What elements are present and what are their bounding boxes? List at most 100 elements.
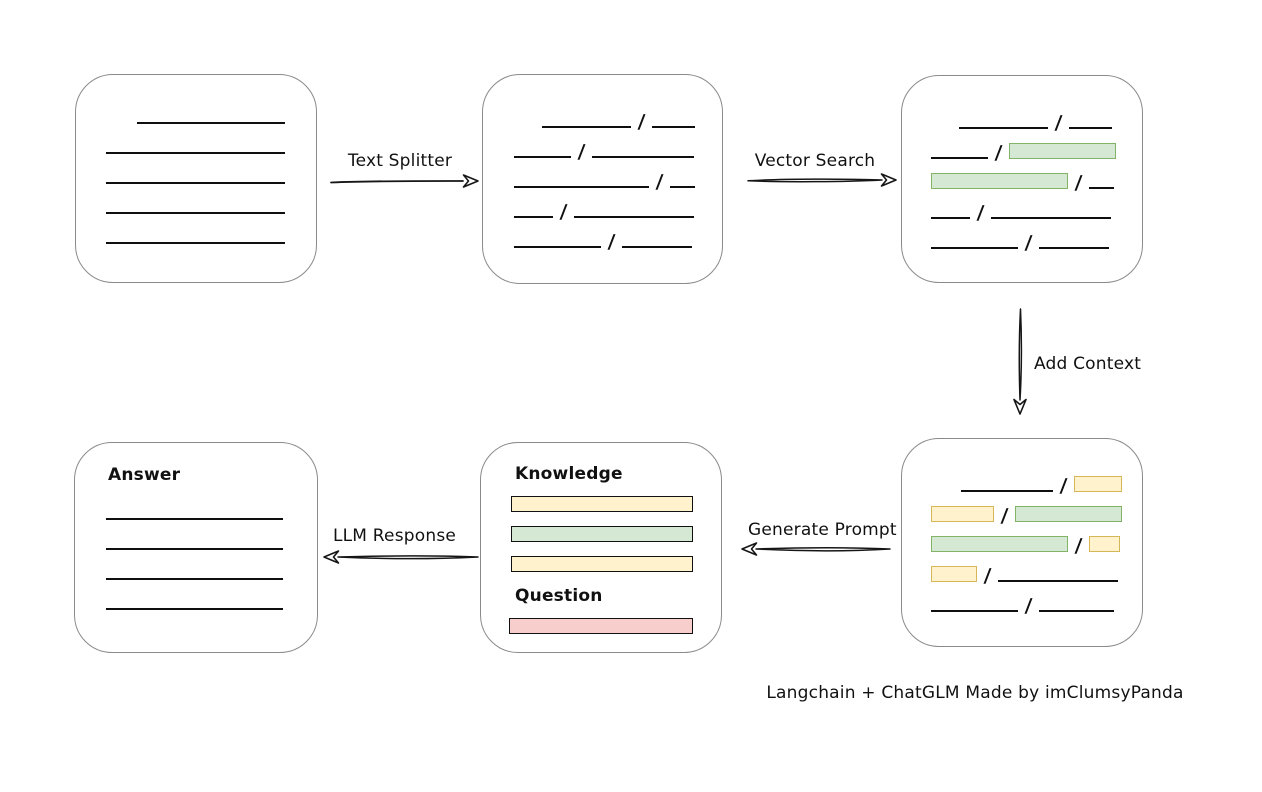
chunk-highlight-green xyxy=(1014,506,1122,522)
text-line xyxy=(1088,187,1114,189)
question-bars xyxy=(509,618,693,634)
text-line xyxy=(591,156,694,158)
text-line xyxy=(106,608,283,610)
add-context-arrow xyxy=(1013,308,1027,415)
chunk-row: / xyxy=(931,189,1124,224)
generate-prompt-arrow xyxy=(741,542,891,556)
chunk-highlight-yellow xyxy=(931,566,977,582)
question-title: Question xyxy=(515,586,603,606)
text-line xyxy=(651,126,695,128)
generate-prompt-label: Generate Prompt xyxy=(748,520,897,540)
text-splitter-arrow xyxy=(330,174,479,188)
text-line xyxy=(669,186,695,188)
chunk-row: / xyxy=(514,218,704,253)
text-line xyxy=(931,157,988,159)
text-line xyxy=(1068,127,1112,129)
chunk-separator-slash: / xyxy=(1054,112,1063,134)
text-line xyxy=(621,246,692,248)
text-line xyxy=(106,548,283,550)
vector-search-label: Vector Search xyxy=(754,151,876,171)
text-line xyxy=(106,518,283,520)
context-chunks-node: ///// xyxy=(901,438,1143,647)
text-line xyxy=(514,156,571,158)
chunk-rows: ///// xyxy=(931,462,1124,617)
chunk-highlight-yellow xyxy=(1073,476,1122,492)
knowledge-bars xyxy=(511,496,693,572)
text-line xyxy=(990,217,1111,219)
text-line xyxy=(573,216,694,218)
text-line xyxy=(931,610,1018,612)
chunk-separator-slash: / xyxy=(994,142,1003,164)
spacer xyxy=(106,123,137,124)
chunk-row xyxy=(106,214,298,244)
chunk-rows: / / / / / xyxy=(931,99,1124,254)
chunk-row: / xyxy=(514,98,704,133)
chunk-separator-slash: / xyxy=(1000,505,1009,527)
text-line xyxy=(931,247,1018,249)
chunk-separator-slash: / xyxy=(1024,232,1033,254)
chunk-highlight-yellow xyxy=(931,506,994,522)
text-splitter-label: Text Splitter xyxy=(347,151,453,171)
chunk-row xyxy=(106,154,298,184)
spacer xyxy=(514,127,542,128)
chunk-row xyxy=(106,124,298,154)
text-line xyxy=(106,242,285,244)
text-line xyxy=(1038,610,1114,612)
chunk-row: / xyxy=(931,219,1124,254)
prompt-content: Knowledge Question xyxy=(509,464,693,648)
knowledge-bar-yellow xyxy=(511,556,693,572)
chunk-highlight-green xyxy=(931,536,1068,552)
text-line xyxy=(514,186,649,188)
vector-search-arrow xyxy=(747,173,897,187)
text-line xyxy=(106,212,285,214)
spacer xyxy=(931,491,961,492)
source-document-node xyxy=(75,74,317,283)
chunk-rows: ///// xyxy=(514,98,704,253)
add-context-label: Add Context xyxy=(1034,354,1142,374)
chunk-highlight-yellow xyxy=(1088,536,1120,552)
chunk-row: / xyxy=(514,128,704,163)
text-line xyxy=(931,217,970,219)
chunk-separator-slash: / xyxy=(607,231,616,253)
document-lines xyxy=(106,94,298,244)
chunk-separator-slash: / xyxy=(1059,475,1068,497)
chunk-row: / xyxy=(931,159,1124,194)
diagram-caption: Langchain + ChatGLM Made by imClumsyPand… xyxy=(766,683,1184,703)
answer-content: Answer xyxy=(106,465,283,638)
answer-lines xyxy=(106,518,283,610)
text-line xyxy=(1038,247,1109,249)
text-line xyxy=(137,122,285,124)
chunk-highlight-green xyxy=(1008,143,1116,159)
text-line xyxy=(997,580,1118,582)
knowledge-bar-yellow xyxy=(511,496,693,512)
chunk-highlight-green xyxy=(931,173,1068,189)
text-line xyxy=(514,216,553,218)
chunk-row: / xyxy=(931,129,1124,164)
text-line xyxy=(961,490,1053,492)
text-line xyxy=(106,182,285,184)
chunk-separator-slash: / xyxy=(1074,172,1083,194)
answer-title: Answer xyxy=(108,465,181,485)
answer-node: Answer xyxy=(74,442,318,653)
chunk-separator-slash: / xyxy=(1024,595,1033,617)
chunk-row: / xyxy=(931,552,1124,587)
knowledge-bar-green xyxy=(511,526,693,542)
chunk-row: / xyxy=(931,99,1124,134)
chunk-row: / xyxy=(514,188,704,223)
text-line xyxy=(106,152,285,154)
chunk-separator-slash: / xyxy=(559,201,568,223)
chunk-separator-slash: / xyxy=(983,565,992,587)
prompt-node: Knowledge Question xyxy=(480,442,722,653)
chunk-separator-slash: / xyxy=(637,111,646,133)
chunk-separator-slash: / xyxy=(976,202,985,224)
chunk-row: / xyxy=(931,492,1124,527)
knowledge-title: Knowledge xyxy=(515,464,623,484)
chunk-row: / xyxy=(931,462,1124,497)
chunk-row: / xyxy=(931,582,1124,617)
chunk-row: / xyxy=(514,158,704,193)
llm-response-label: LLM Response xyxy=(332,526,457,546)
llm-response-arrow xyxy=(323,550,479,564)
chunk-row xyxy=(106,184,298,214)
question-bar-red xyxy=(509,618,693,634)
